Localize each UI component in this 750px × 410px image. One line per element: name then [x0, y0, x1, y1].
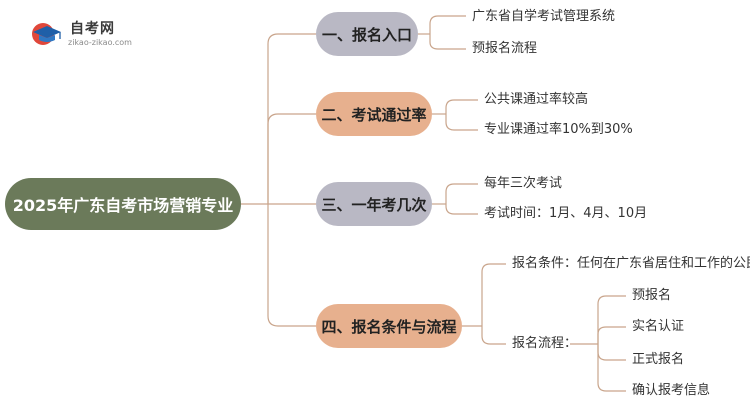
step-pre-registration: 预报名 — [632, 288, 672, 303]
logo-url: zikao-zikao.com — [68, 38, 132, 47]
leaf-registration-process: 报名流程： — [512, 336, 578, 351]
leaf-major-course-rate: 专业课通过率10%到30% — [484, 122, 633, 137]
leaf-exam-times: 考试时间：1月、4月、10月 — [484, 206, 648, 221]
graduation-cap-icon — [32, 23, 61, 45]
leaf-registration-conditions: 报名条件：任何在广东省居住和工作的公民 — [512, 256, 750, 271]
step-confirm-info: 确认报考信息 — [632, 383, 711, 398]
leaf-pre-registration-process: 预报名流程 — [472, 41, 538, 56]
branch-pass-rate: 二、考试通过率 — [316, 92, 432, 136]
leaf-public-course-rate: 公共课通过率较高 — [484, 92, 589, 107]
site-logo[interactable]: 自考网 zikao-zikao.com — [30, 14, 140, 52]
leaf-three-exams: 每年三次考试 — [484, 176, 563, 191]
logo-title: 自考网 — [70, 21, 115, 37]
leaf-exam-system: 广东省自学考试管理系统 — [472, 9, 616, 24]
branch-conditions-process: 四、报名条件与流程 — [316, 304, 462, 348]
step-identity-verification: 实名认证 — [632, 319, 685, 334]
branch-registration-entry: 一、报名入口 — [316, 12, 418, 56]
root-node: 2025年广东自考市场营销专业 — [5, 178, 241, 230]
branch-exams-per-year: 三、一年考几次 — [316, 182, 432, 226]
step-formal-registration: 正式报名 — [632, 352, 685, 367]
